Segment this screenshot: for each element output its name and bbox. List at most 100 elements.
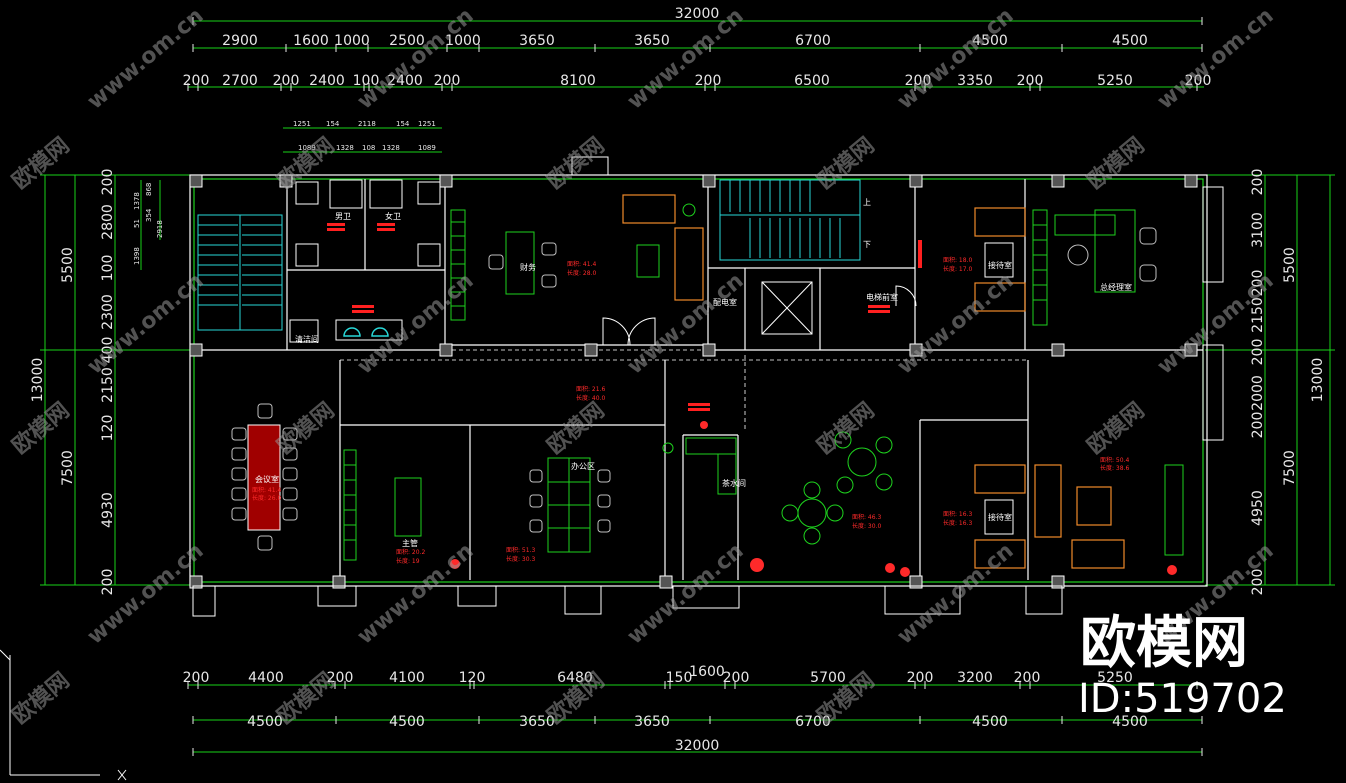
right-inner-9: 200 (1250, 569, 1266, 596)
wm-url-7: www.om.cn (353, 269, 479, 380)
label-meeting: 会议室 (255, 474, 279, 484)
top2-dim-15: 200 (1185, 73, 1212, 89)
wc-vdim-3: 51 (133, 219, 141, 228)
area-finance-1: 面积: 41.4 (567, 260, 596, 268)
bot2-dim-4: 4100 (389, 670, 425, 686)
bot2-dim-8: 1600 (689, 664, 725, 680)
area-recep-a-1: 面积: 18.0 (943, 256, 972, 264)
area-lounge-1: 面积: 46.3 (852, 513, 881, 521)
reception-b-sofa (974, 464, 1125, 569)
top2-dim-8: 8100 (560, 73, 596, 89)
bot2-dim-3: 200 (327, 670, 354, 686)
stairs-left (197, 214, 283, 331)
bot-dim-4: 3650 (634, 714, 670, 730)
left-inner-4: 2300 (100, 294, 116, 330)
meeting-table (247, 424, 281, 531)
dimension-ticks (187, 17, 1203, 756)
label-reception-a: 接待室 (988, 260, 1012, 270)
meeting-chairs (231, 403, 298, 551)
bot-dim-3: 3650 (519, 714, 555, 730)
wc-vdim-2: 1378 (133, 192, 141, 210)
right-group-1: 5500 (1282, 247, 1298, 283)
right-group-2: 7500 (1282, 450, 1298, 486)
bot2-dim-2: 4400 (248, 670, 284, 686)
sinks (343, 327, 389, 337)
left-total-dim: 13000 (30, 358, 46, 403)
office-chairs (529, 469, 611, 533)
wc-vdim-1: 868 (145, 183, 153, 196)
office-desks (547, 457, 591, 553)
label-women-wc: 女卫 (385, 211, 401, 221)
supervisor-furniture (343, 449, 422, 561)
left-inner-8: 4930 (100, 492, 116, 528)
elevator (761, 281, 813, 335)
wc-vdim-4: 1398 (133, 247, 141, 265)
pantry-counter (662, 437, 737, 495)
gm-furniture (1032, 209, 1136, 326)
reception-b-table (984, 499, 1014, 535)
room-labels: 男卫 女卫 清洁间 财务 配电室 电梯前室 接待室 总经理室 会议室 主管 办公… (255, 211, 1132, 548)
left-group-2: 7500 (60, 450, 76, 486)
label-equip: 电梯前室 (866, 292, 898, 302)
area-gm-b-1: 面积: 50.4 (1100, 456, 1129, 464)
wm-logo-10: 欧模网 (1082, 397, 1149, 459)
left-inner-6: 2150 (100, 367, 116, 403)
top-dim-2: 1600 (293, 33, 329, 49)
wc-dimension-text: 1251 154 2118 154 1251 1089 1328 108 132… (133, 120, 436, 265)
finance-furniture (450, 203, 696, 321)
wm-url-13: www.om.cn (623, 539, 749, 650)
left-inner-7: 120 (100, 415, 116, 442)
right-inner-3: 200 (1250, 270, 1266, 297)
plant-icons (450, 421, 1177, 577)
wm-url-5: www.om.cn (1153, 4, 1279, 115)
wm-logo-5: 欧模网 (1082, 132, 1149, 194)
top2-dim-14: 5250 (1097, 73, 1133, 89)
wc-dim-10: 1089 (418, 144, 436, 152)
wm-logo-8: 欧模网 (542, 397, 609, 459)
area-corridor-2: 长度: 40.0 (576, 394, 605, 402)
toilet-fixtures (289, 179, 441, 343)
wm-logo-11: 欧模网 (7, 667, 74, 729)
reception-a-table (984, 242, 1014, 278)
area-office-1: 面积: 51.3 (506, 546, 535, 554)
top2-dim-4: 2400 (309, 73, 345, 89)
area-finance-2: 长度: 28.0 (567, 269, 596, 277)
dashed-lines (340, 349, 1029, 430)
top-dim-10: 4500 (1112, 33, 1148, 49)
label-reception-b: 接待室 (988, 512, 1012, 522)
chairs (488, 242, 557, 288)
gm-chairs (1067, 227, 1157, 282)
wc-dim-6: 1089 (298, 144, 316, 152)
doors (602, 285, 917, 346)
top2-dim-10: 6500 (794, 73, 830, 89)
wm-logo-1: 欧模网 (7, 132, 74, 194)
right-inner-8: 4950 (1250, 490, 1266, 526)
top2-dim-1: 200 (183, 73, 210, 89)
area-super-1: 面积: 20.2 (396, 548, 425, 556)
label-office: 办公区 (571, 461, 595, 471)
bot-dim-1: 4500 (247, 714, 283, 730)
wm-url-14: www.om.cn (893, 539, 1019, 650)
bot2-dim-6: 6480 (557, 670, 593, 686)
top2-dim-11: 200 (905, 73, 932, 89)
wm-logo-7: 欧模网 (272, 397, 339, 459)
bot-dim-2: 4500 (389, 714, 425, 730)
top2-dim-7: 200 (434, 73, 461, 89)
wc-dim-7: 1328 (336, 144, 354, 152)
wc-dim-4: 154 (396, 120, 410, 128)
bot2-dim-5: 120 (459, 670, 486, 686)
ucs-axis-icon (0, 649, 127, 781)
left-dimension-text: 13000 5500 7500 200 2800 100 2300 400 21… (30, 169, 116, 596)
left-inner-3: 100 (100, 255, 116, 282)
bot-dim-6: 4500 (972, 714, 1008, 730)
bot2-dim-13: 200 (1014, 670, 1041, 686)
brand-overlay: 欧模网 ID:519702 (1078, 611, 1287, 722)
left-inner-9: 200 (100, 569, 116, 596)
top-dimension-text: 32000 2900 1600 1000 2500 1000 3650 3650… (183, 6, 1212, 89)
right-inner-6: 2000 (1250, 375, 1266, 411)
bottom-total-dim: 32000 (675, 738, 720, 754)
dimension-lines (40, 20, 1335, 753)
walls (189, 174, 1208, 587)
area-labels: 面积: 41.4 长度: 28.0 面积: 18.0 长度: 17.0 面积: … (252, 256, 1129, 565)
wc-dim-3: 2118 (358, 120, 376, 128)
